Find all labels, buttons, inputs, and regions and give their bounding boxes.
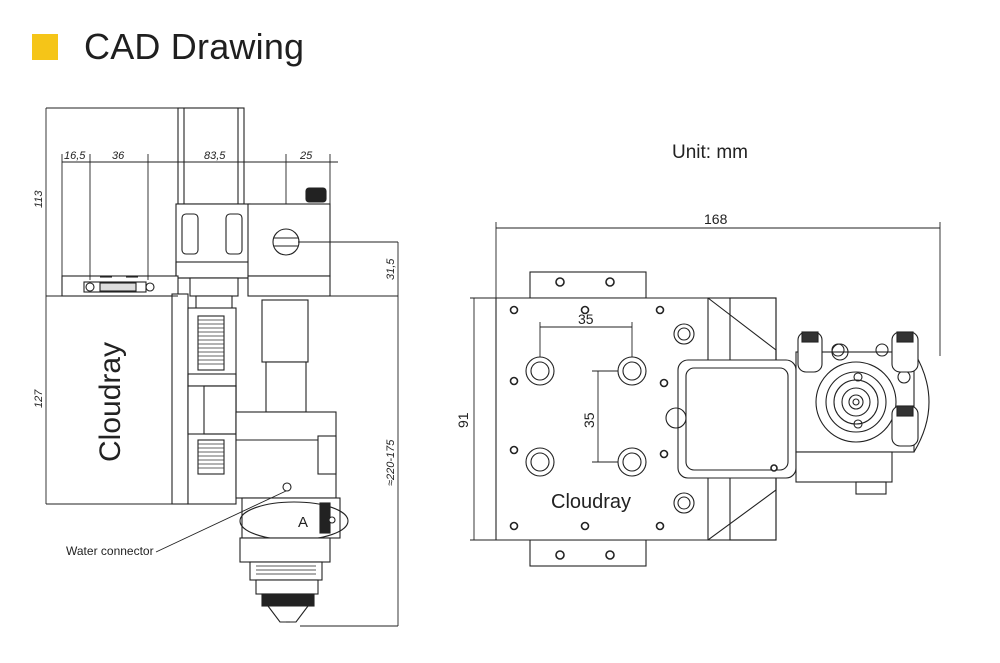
header: CAD Drawing bbox=[32, 22, 304, 72]
dim-31-5: 31,5 bbox=[385, 258, 397, 280]
side-brand-label: Cloudray bbox=[94, 342, 127, 462]
dim-220-175: ≈220-175 bbox=[385, 439, 397, 486]
dim-113: 113 bbox=[33, 190, 45, 208]
title-marker bbox=[32, 34, 58, 60]
top-view-dimensions bbox=[470, 222, 941, 541]
side-view-dimensions bbox=[45, 107, 399, 627]
dim-91: 91 bbox=[455, 412, 471, 428]
dim-83-5: 83,5 bbox=[204, 150, 226, 162]
dim-35-horizontal: 35 bbox=[578, 311, 594, 327]
side-view-drawing bbox=[61, 107, 349, 623]
water-connector-label: Water connector bbox=[66, 544, 154, 558]
dim-35-vertical: 35 bbox=[581, 412, 597, 428]
dim-25: 25 bbox=[299, 150, 313, 162]
dim-16-5: 16,5 bbox=[64, 150, 86, 162]
top-view-drawing bbox=[495, 271, 930, 567]
page-title: CAD Drawing bbox=[84, 26, 305, 67]
dim-127: 127 bbox=[33, 389, 45, 408]
dim-36: 36 bbox=[112, 150, 125, 162]
dim-168: 168 bbox=[704, 211, 728, 227]
unit-label: Unit: mm bbox=[672, 142, 748, 163]
top-brand-label: Cloudray bbox=[551, 491, 631, 513]
marker-a-label: A bbox=[298, 514, 308, 531]
